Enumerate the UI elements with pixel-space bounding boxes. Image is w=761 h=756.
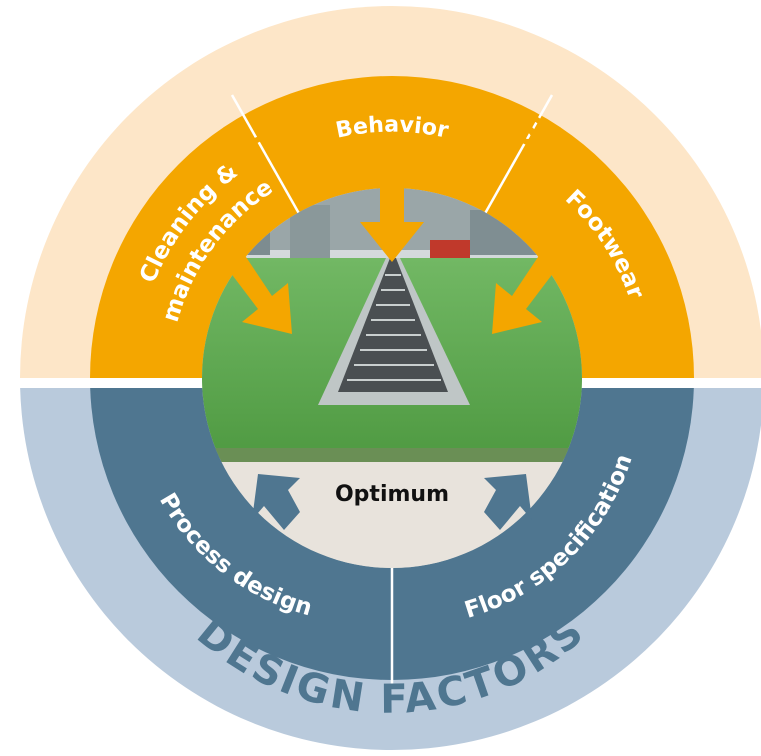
arrow-behavior xyxy=(360,186,424,262)
arrow-floor xyxy=(484,474,532,530)
optimum-label: Optimum xyxy=(335,482,449,507)
arrow-process xyxy=(252,474,300,530)
arrow-footwear xyxy=(492,254,554,334)
arrow-cleaning xyxy=(230,254,292,334)
